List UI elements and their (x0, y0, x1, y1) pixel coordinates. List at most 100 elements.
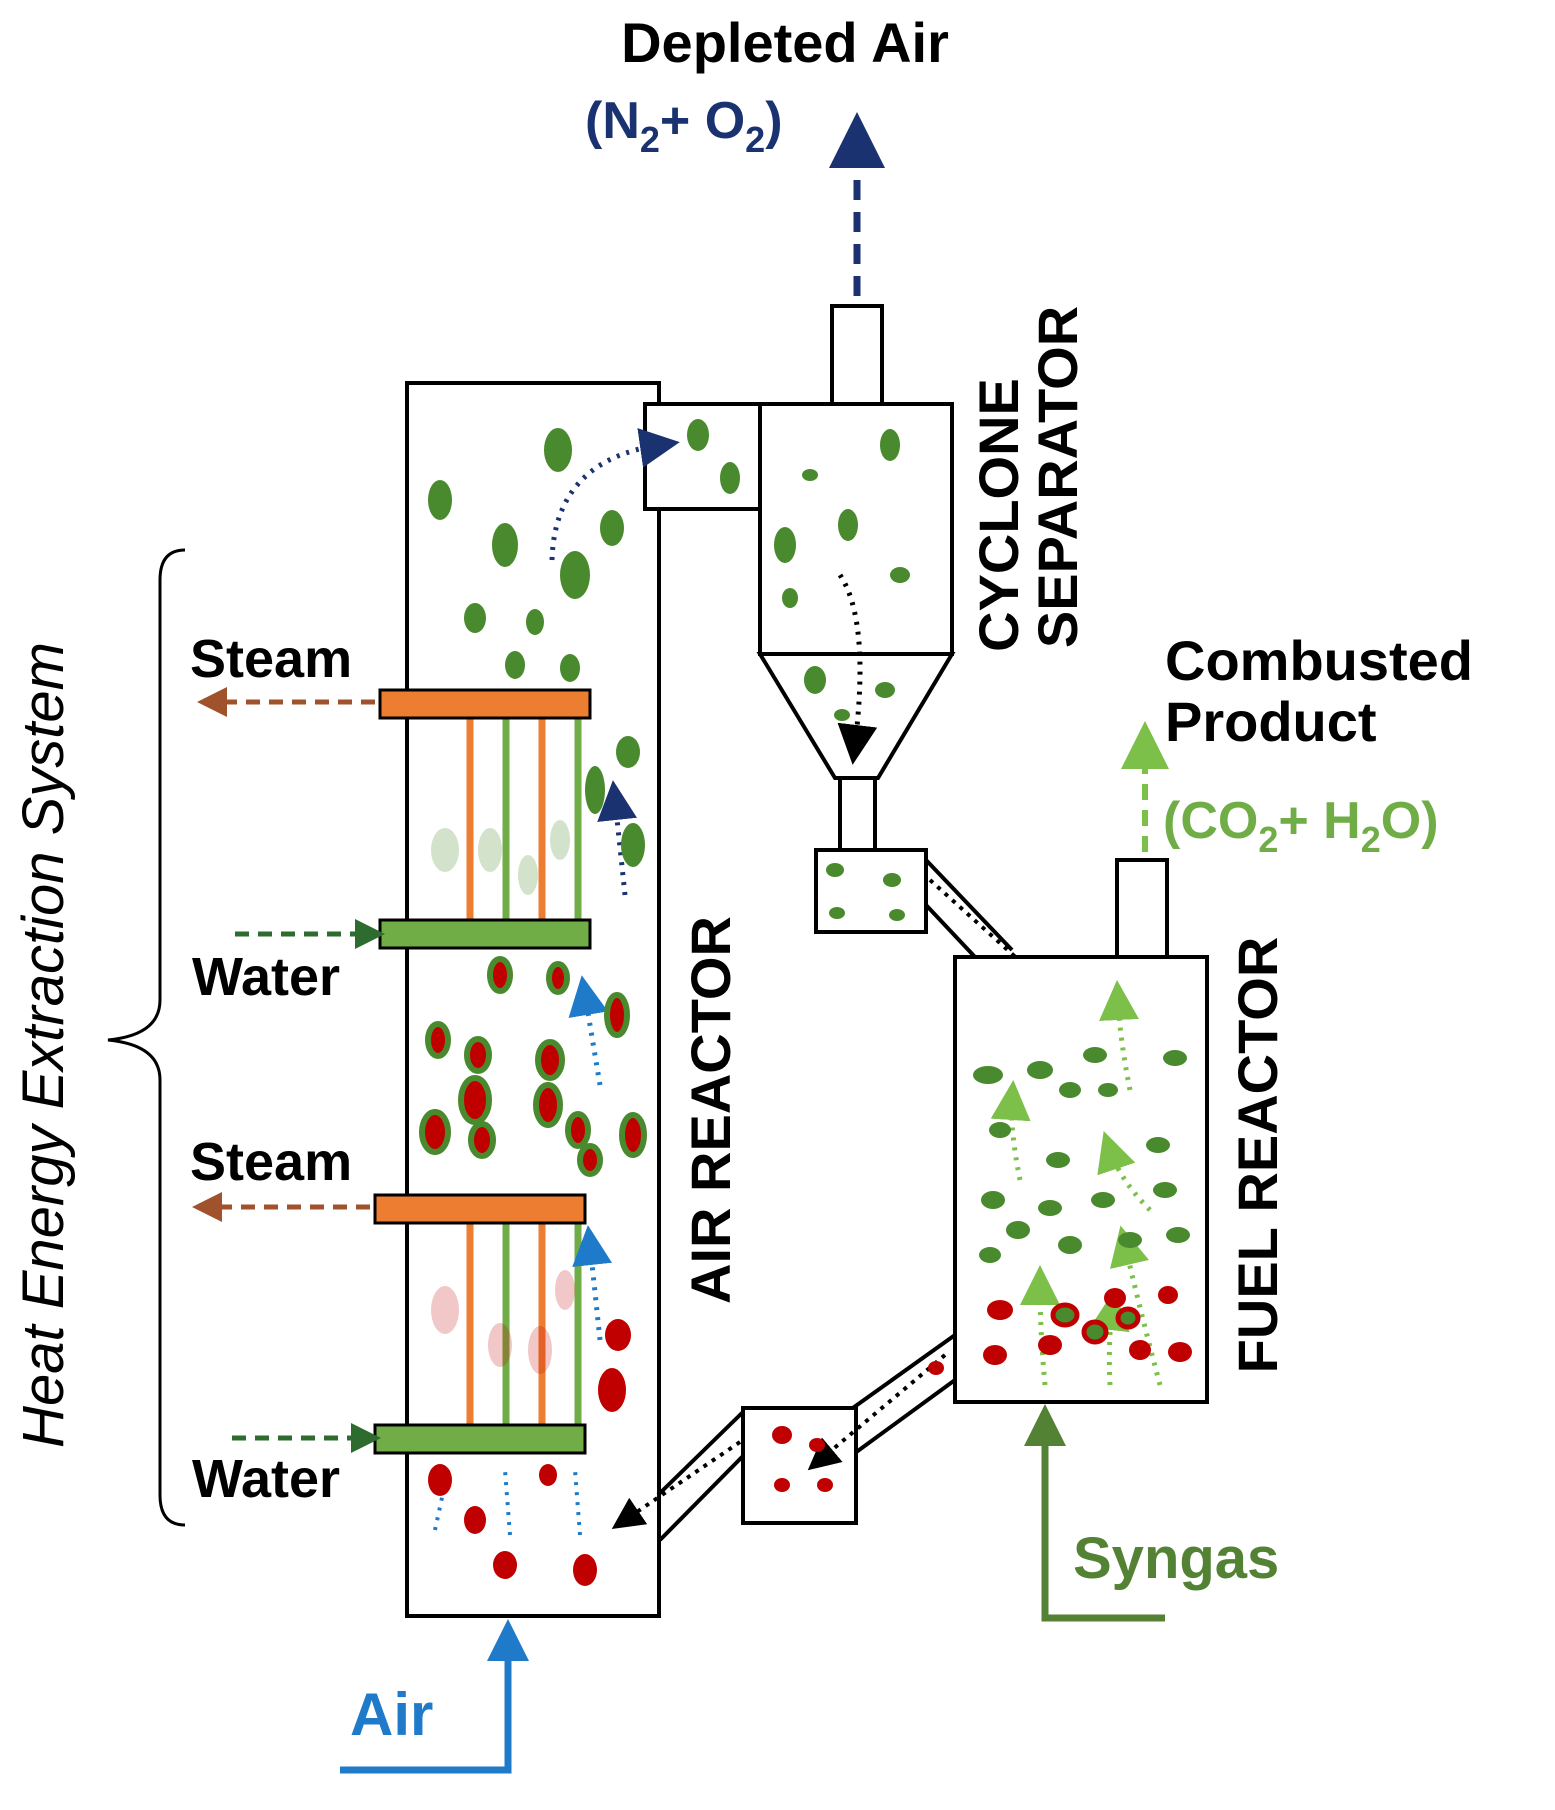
reoxidizing-particle (535, 1039, 565, 1081)
reduced-particle (817, 1478, 833, 1492)
reoxidizing-particle (604, 992, 630, 1038)
oxidized-particle (829, 907, 845, 919)
oxidized-particle (979, 1247, 1001, 1263)
oxidized-particle (1027, 1061, 1053, 1079)
oxidized-particle (560, 654, 580, 682)
reduced-particle (983, 1345, 1007, 1365)
heat-exchanger-bottom (373, 1193, 587, 1455)
oxidized-particle (687, 419, 709, 451)
reduced-particle (573, 1554, 597, 1586)
reoxidizing-particle (487, 956, 513, 994)
reduced-particle (605, 1319, 631, 1351)
oxidized-particle (560, 551, 590, 599)
reducing-particle (1081, 1319, 1109, 1345)
oxidized-particle (973, 1066, 1003, 1084)
reduced-particle (431, 1286, 459, 1334)
oxidized-particle (1038, 1200, 1062, 1216)
oxidized-particle (782, 588, 798, 608)
reoxidizing-particle (425, 1021, 451, 1059)
oxidized-particle (544, 428, 572, 472)
oxidized-particle (1059, 1082, 1081, 1098)
reduced-particle (1038, 1335, 1062, 1355)
water-header-top (378, 918, 592, 950)
reduced-particle (555, 1270, 575, 1310)
steam-bottom-label: Steam (190, 1132, 352, 1192)
oxidized-particle (1163, 1050, 1187, 1066)
oxidized-particle (1146, 1137, 1170, 1153)
oxidized-particle (834, 709, 850, 721)
oxidized-particle (720, 462, 740, 494)
cyclone-label: CYCLONE (967, 378, 1030, 652)
fuel-reactor-label: FUEL REACTOR (1226, 937, 1289, 1374)
oxidized-particle (600, 510, 624, 546)
transfer-flow-to-air (611, 1440, 742, 1529)
combusted-label-line1: Combusted (1165, 629, 1473, 692)
air-reactor-label: AIR REACTOR (679, 916, 742, 1304)
separator-label: SEPARATOR (1026, 306, 1089, 648)
water-top-label: Water (192, 947, 340, 1007)
reoxidizing-particle (577, 1143, 603, 1177)
air-input-label: Air (350, 1681, 433, 1748)
reoxidizing-particle (619, 1112, 647, 1158)
steam-header-bottom (373, 1193, 587, 1225)
reoxidizing-particle (533, 1082, 563, 1128)
oxidized-particle (1098, 1083, 1118, 1097)
steam-header-top (378, 688, 592, 720)
oxidized-particle (1166, 1227, 1190, 1243)
reoxidizing-particle (419, 1109, 451, 1155)
reduced-particle (539, 1464, 557, 1486)
syngas-inlet-arrow-icon (1024, 1404, 1165, 1622)
reoxidizing-particle (458, 1075, 492, 1125)
reduced-particle (772, 1426, 792, 1444)
reduced-particle (1168, 1342, 1192, 1362)
oxidized-particle (505, 651, 525, 679)
reducing-particle (1050, 1302, 1080, 1328)
reoxidizing-particle (464, 1036, 492, 1074)
air-flow-2 (568, 975, 609, 1086)
reduced-particle (1129, 1340, 1151, 1360)
oxidized-particle (875, 682, 895, 698)
reduced-particle (488, 1323, 512, 1367)
oxidized-particle (989, 1122, 1011, 1138)
oxidized-particle (1006, 1221, 1030, 1239)
steam-top-label: Steam (190, 629, 352, 689)
transfer-pipe-to-fuel (924, 858, 1014, 959)
transfer-pipe-to-air (656, 1333, 957, 1542)
oxidized-particle (518, 855, 538, 895)
oxidized-particle (550, 820, 570, 860)
depleted-air-title: Depleted Air (621, 11, 949, 74)
oxidized-particle (802, 469, 818, 481)
oxidized-particle (464, 603, 486, 633)
reduced-particle (1158, 1286, 1178, 1304)
heat-system-brace (107, 548, 186, 1527)
combusted-formula: (CO2+ H2O) (1163, 792, 1439, 860)
air-flow-3 (572, 1225, 612, 1341)
transfer-flow-to-fuel (928, 878, 1064, 1001)
reducing-particle (1115, 1306, 1141, 1330)
reduced-particle (809, 1438, 825, 1452)
reoxidizing-particle (546, 961, 570, 995)
oxidized-particle (1153, 1182, 1177, 1198)
combusted-label-line2: Product (1165, 690, 1377, 753)
oxidized-particle (478, 828, 502, 872)
fuel-reactor-vent-pipe (1115, 858, 1169, 959)
depleted-air-formula: (N2+ O2) (585, 92, 783, 160)
oxidized-particle (1083, 1047, 1107, 1063)
oxidized-particle (585, 766, 605, 814)
oxidized-particle (826, 863, 844, 877)
reduced-particle (774, 1478, 790, 1492)
fuel-reactor-vessel (953, 955, 1209, 1404)
riser-exit-flow (549, 428, 680, 561)
reduced-particle (928, 1361, 944, 1375)
oxygen-carrier-particles (419, 419, 1192, 1586)
oxidized-particle (838, 509, 858, 541)
air-flow-5 (503, 1469, 512, 1536)
heat-system-label: Heat Energy Extraction System (11, 642, 76, 1448)
oxidized-particle (1118, 1232, 1142, 1248)
oxidized-particle (883, 873, 901, 887)
reduced-particle (493, 1551, 517, 1579)
cyclone-cone (756, 652, 956, 780)
fuel-flow-4 (1020, 1265, 1061, 1386)
oxidized-particle (774, 527, 796, 563)
